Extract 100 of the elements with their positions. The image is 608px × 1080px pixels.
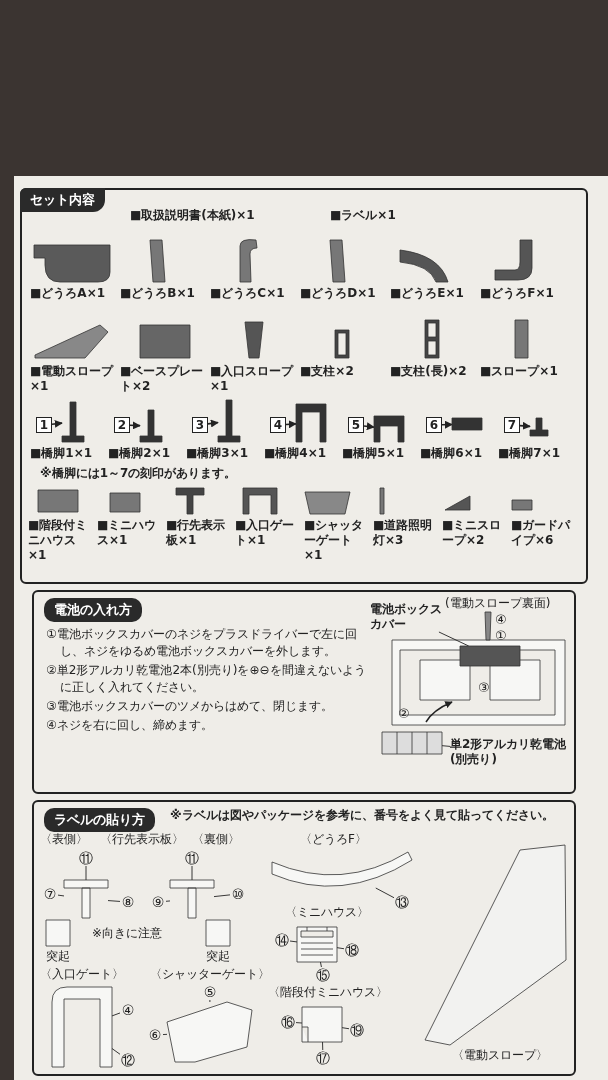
part-name: ■橋脚2×1 [108, 446, 172, 461]
leader-line [375, 887, 395, 899]
part-name: ■どうろD×1 [300, 286, 377, 301]
part-name: ■入口スロープ×1 [210, 364, 295, 394]
part-name: ■橋脚7×1 [498, 446, 562, 461]
section-heading: セット内容 [20, 188, 105, 212]
part-name: ■電動スロープ×1 [30, 364, 115, 394]
part-name: ■橋脚3×1 [186, 446, 250, 461]
leader-line [191, 865, 193, 881]
callout-number: 7 [504, 417, 520, 433]
note-text: ※ラベルは図やパッケージを参考に、番号をよく見て貼ってください。 [170, 808, 554, 823]
callout-text: 電池ボックスカバー [370, 602, 444, 632]
callout-number: ⑤ [202, 984, 218, 1000]
callout-number: ⑨ [150, 894, 166, 910]
pier-drawing [218, 400, 240, 442]
leader-line [111, 1012, 121, 1017]
part-name: ■道路照明灯×3 [373, 518, 434, 548]
part-name: ■取扱説明書(本紙)×1 [130, 208, 255, 223]
part-name: ■どうろA×1 [30, 286, 107, 301]
leader-line [57, 894, 65, 897]
leader-line [295, 1022, 303, 1024]
callout-number: 2 [114, 417, 130, 433]
pointer-arrow [51, 419, 63, 428]
instruction-step: ②単2形アルカリ乾電池2本(別売り)を⊕⊖を間違えないように正しく入れてください。 [46, 662, 376, 696]
section-frame [20, 188, 588, 584]
pointer-arrow [285, 420, 297, 429]
callout-number: 1 [36, 417, 52, 433]
callout-number: ⑦ [42, 886, 58, 902]
leader-line [336, 947, 345, 950]
pointer-arrow [129, 421, 141, 430]
callout-number: 5 [348, 417, 364, 433]
pier-drawing [296, 404, 326, 442]
callout-number: ④ [120, 1002, 136, 1018]
section-frame [32, 800, 576, 1076]
note-text: ※橋脚には1～7の刻印があります。 [40, 466, 237, 481]
note-text: 突起 [46, 949, 70, 964]
note-text: 突起 [206, 949, 230, 964]
leader-line [111, 1048, 121, 1055]
view-caption: 〈表側〉 [40, 832, 88, 847]
note-text: ※向きに注意 [92, 926, 163, 941]
section-frame [32, 590, 576, 794]
pier-drawing [530, 418, 548, 436]
callout-number: ⑰ [315, 1050, 331, 1066]
road-drawing [272, 852, 412, 888]
callout-number: ⑪ [184, 850, 200, 866]
view-caption: 〈入口ゲート〉 [40, 967, 124, 982]
part-name: ■入口ゲート×1 [235, 518, 296, 548]
leader-line [441, 745, 451, 747]
part-name: ■橋脚5×1 [342, 446, 406, 461]
part-name: ■橋脚4×1 [264, 446, 328, 461]
leader-line [322, 1041, 324, 1051]
callout-number: ⑯ [280, 1014, 296, 1030]
leader-line [289, 940, 298, 943]
house-drawing [302, 1007, 342, 1042]
callout-number: ⑥ [147, 1027, 163, 1043]
pier-drawing [374, 416, 404, 442]
leader-line [162, 1033, 168, 1035]
view-caption: 〈シャッターゲート〉 [150, 967, 270, 982]
part-name: ■ミニスロープ×2 [442, 518, 503, 548]
callout-text: 単2形アルカリ乾電池(別売り) [450, 737, 575, 767]
leader-line [165, 900, 171, 902]
callout-number: 3 [192, 417, 208, 433]
callout-number: ① [495, 628, 507, 643]
leader-line [209, 999, 211, 1003]
view-caption: 〈階段付ミニハウス〉 [268, 985, 388, 1000]
gate-drawing [167, 1002, 252, 1062]
battery-drawing [382, 732, 442, 754]
pointer-arrow [441, 420, 453, 429]
pier-drawing [452, 418, 482, 430]
section-heading: ラベルの貼り方 [44, 808, 155, 832]
part-name: ■行先表示板×1 [166, 518, 227, 548]
callout-number: ⑬ [394, 894, 410, 910]
callout-number: ⑮ [315, 967, 331, 983]
part-name: ■どうろE×1 [390, 286, 465, 301]
part-name: ■ミニハウス×1 [97, 518, 158, 548]
sign-drawing [170, 880, 214, 918]
pointer-arrow [207, 419, 219, 428]
part-name: ■ガードパイプ×6 [511, 518, 572, 548]
part-name: ■ラベル×1 [330, 208, 396, 223]
instruction-step: ③電池ボックスカバーのツメからはめて、閉じます。 [46, 698, 376, 715]
part-name: ■ベースプレート×2 [120, 364, 205, 394]
view-caption: 〈電動スロープ〉 [452, 1048, 548, 1063]
callout-number: 6 [426, 417, 442, 433]
callout-number: ② [398, 706, 410, 721]
part-name: ■シャッターゲート×1 [304, 518, 365, 563]
house-drawing [297, 927, 337, 962]
part-name: ■どうろF×1 [480, 286, 555, 301]
pointer-arrow [519, 421, 531, 430]
leader-line [107, 900, 121, 902]
part-name: ■支柱(長)×2 [390, 364, 468, 379]
pier-drawing [140, 410, 162, 442]
part-name: ■橋脚1×1 [30, 446, 94, 461]
leader-line [438, 631, 470, 647]
part-name: ■スロープ×1 [480, 364, 559, 379]
callout-number: ③ [478, 680, 490, 695]
view-caption: 〈ミニハウス〉 [285, 905, 369, 920]
callout-number: ⑱ [344, 942, 360, 958]
callout-number: ④ [495, 612, 507, 627]
callout-number: ⑲ [349, 1022, 365, 1038]
pier-drawing [62, 402, 84, 442]
